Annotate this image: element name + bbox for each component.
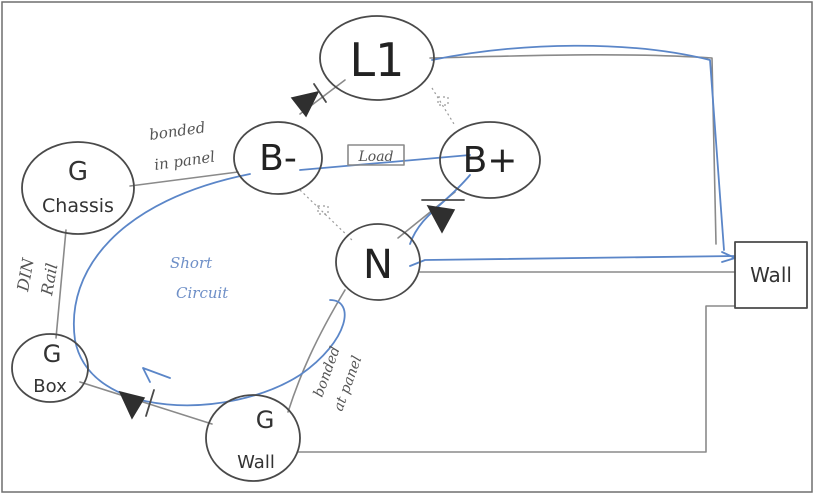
wire-l1-wall (429, 54, 717, 245)
node-circles (11, 15, 808, 482)
wire-box-gwall (79, 381, 213, 425)
label-neutral: N (363, 242, 393, 288)
node-g-box (11, 333, 89, 403)
pencil-wires (55, 54, 736, 453)
wire-chassis-bminus (129, 171, 239, 187)
dotted-links (299, 87, 455, 241)
note-short-circuit-1: Short (170, 254, 213, 272)
dotted-bminus-n (299, 189, 353, 241)
wire-n-gwall (287, 289, 346, 413)
label-g-chassis-bottom: Chassis (42, 195, 114, 217)
diode-l1-bminus (290, 90, 320, 118)
node-b-plus (439, 121, 541, 199)
label-wall: Wall (750, 263, 792, 287)
label-g-box-top: G (43, 340, 62, 368)
label-g-wall-top: G (256, 406, 275, 434)
node-g-chassis (21, 141, 135, 235)
node-g-wall (205, 394, 301, 482)
wire-gwall-wall (297, 305, 736, 453)
annotations: bonded in panel Load DIN Rail bonded at … (13, 118, 393, 413)
diode-bar-box (145, 389, 155, 417)
label-g-wall-bottom: Wall (237, 452, 275, 473)
diode-n-bplus (426, 205, 456, 234)
node-b-minus (233, 121, 323, 195)
diodes (118, 83, 465, 420)
blue-wall-n (409, 255, 736, 267)
load-box (347, 144, 405, 166)
node-labels: L1 B- B+ N G Chassis G Box G Wall Wall (33, 33, 792, 473)
label-b-plus: B+ (463, 140, 518, 181)
note-load: Load (357, 149, 393, 165)
wire-chassis-box (55, 229, 67, 339)
label-g-chassis-top: G (68, 157, 88, 187)
dotted-l1-bplus (431, 87, 455, 125)
label-g-box-bottom: Box (33, 376, 67, 397)
blue-arrow-box (142, 367, 171, 383)
label-l1: L1 (350, 33, 405, 87)
dotted-box-2 (317, 205, 329, 215)
label-b-minus: B- (259, 138, 297, 179)
node-wall (734, 241, 808, 309)
blue-bplus-bminus (299, 154, 471, 171)
dotted-box-1 (437, 96, 449, 106)
diode-box-gwall (118, 390, 146, 420)
note-short-circuit-2: Circuit (176, 284, 229, 302)
node-neutral (335, 223, 421, 301)
node-l1 (319, 15, 435, 101)
blue-l1-wall (431, 44, 725, 251)
diode-bar-l1 (313, 83, 327, 103)
